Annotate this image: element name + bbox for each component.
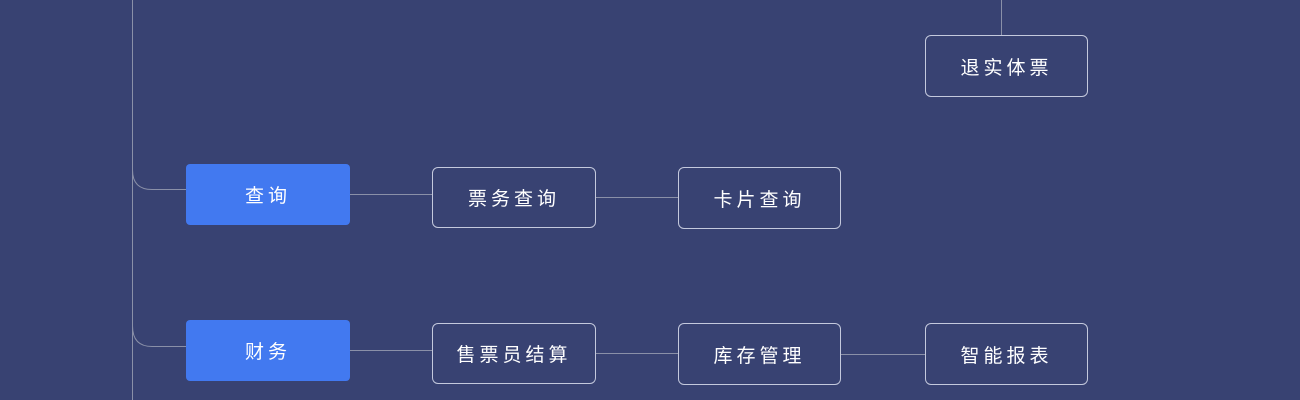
node-chaxun[interactable]: 查询 — [186, 164, 350, 225]
node-kapian-chaxun[interactable]: 卡片查询 — [678, 167, 841, 229]
node-zhineng-baobiao[interactable]: 智能报表 — [925, 323, 1088, 385]
branch-line-chaxun — [132, 169, 186, 190]
branch-line-caiwu — [132, 325, 186, 347]
node-shoupiaoyuan-jiesuan[interactable]: 售票员结算 — [432, 323, 596, 384]
node-kucun-guanli[interactable]: 库存管理 — [678, 323, 841, 385]
node-piaowu-chaxun[interactable]: 票务查询 — [432, 167, 596, 228]
node-caiwu[interactable]: 财务 — [186, 320, 350, 381]
node-tui-shiti-piao[interactable]: 退实体票 — [925, 35, 1088, 97]
